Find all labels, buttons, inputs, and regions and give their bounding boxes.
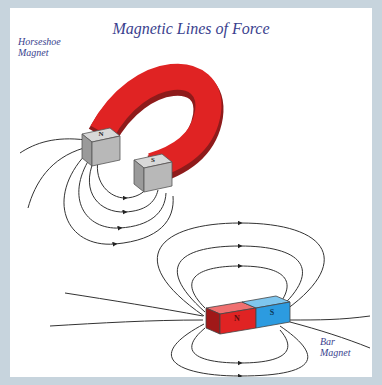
pole-side bbox=[134, 160, 144, 192]
magnet-illustration bbox=[10, 8, 372, 377]
pole-letter: S bbox=[265, 309, 279, 318]
pole-letter: N bbox=[230, 315, 244, 324]
diagram-title: Magnetic Lines of Force bbox=[10, 20, 372, 38]
bar-field-lines bbox=[50, 223, 370, 376]
bar-side bbox=[206, 308, 220, 334]
pole-letter: S bbox=[146, 157, 160, 165]
magnet-label: Horseshoe Magnet bbox=[18, 36, 80, 58]
pole-letter: N bbox=[94, 131, 108, 139]
pole-side bbox=[82, 134, 92, 166]
bar-north-half bbox=[220, 308, 256, 334]
magnet-label: Bar Magnet bbox=[320, 336, 366, 358]
bar-south-half bbox=[256, 302, 290, 328]
pole-front bbox=[92, 136, 120, 166]
pole-front bbox=[144, 162, 172, 192]
drawing-panel: Magnetic Lines of ForceHorseshoe MagnetN… bbox=[10, 8, 372, 377]
